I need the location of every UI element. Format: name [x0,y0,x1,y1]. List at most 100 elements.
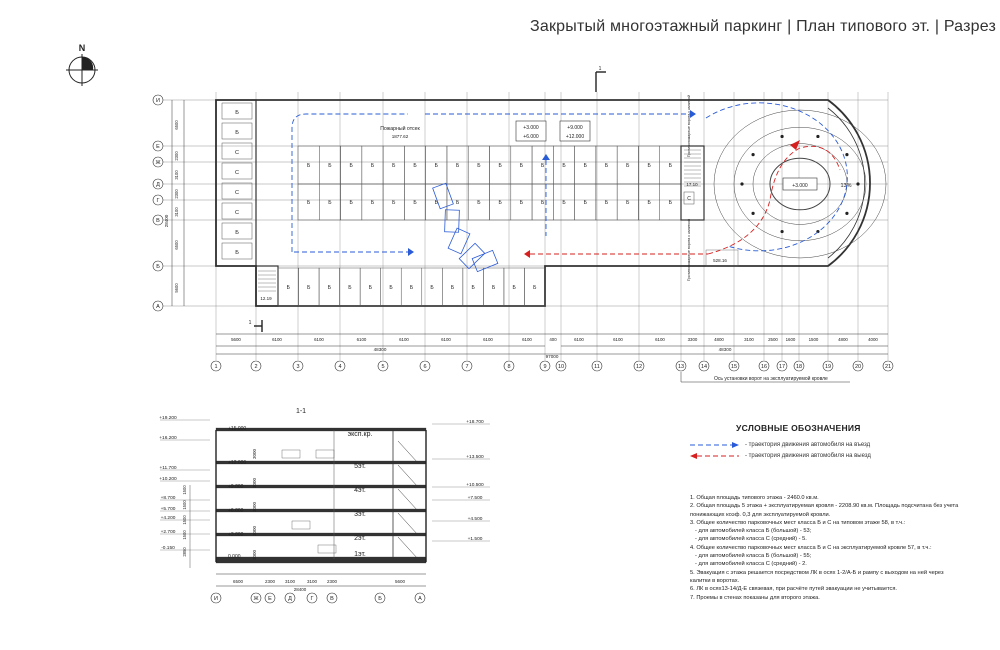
legend-title: УСЛОВНЫЕ ОБОЗНАЧЕНИЯ [736,423,861,433]
height-label: 3000 [252,549,257,560]
left-level-label: +19.200 [159,415,177,421]
col-axis-7: 7 [465,364,468,370]
floor-plan: ИЕЖДГВБА65002300310023003100650056002840… [152,66,894,383]
col-dim-label: 5600 [231,337,241,342]
left-level-label: +10.200 [159,476,177,482]
col-axis-10-circle [555,360,567,372]
section-mark-label: 1 [599,66,602,72]
col-axis-20-circle [852,360,864,372]
legend-exit-label: - траектория движения автомобиля на выез… [745,453,871,459]
parking-slot [221,142,253,160]
parking-class-label: Б [328,200,332,206]
row-axis-В: В [156,218,160,224]
left-level-label: +4.200 [161,515,176,521]
section-total-label: 28400 [294,587,307,592]
section-dim-label: 2300 [327,579,338,584]
spiral-ramp-ring [752,143,848,225]
parking-class-label: Б [369,285,373,291]
parking-class-label: Б [562,163,566,169]
parking-class-label: Б [235,130,239,136]
parking-slot [221,182,253,200]
section-axis-А: А [418,596,422,602]
note-line: 3. Общее количество парковочных мест кла… [690,519,906,526]
left-level-label: +5.700 [161,506,176,512]
section-axis-Г: Г [311,596,314,602]
parking-slot [221,242,253,260]
parking-class-label: Б [584,163,588,169]
ramp-slope-label: 13% [840,183,851,189]
parking-class-label: Б [307,200,311,206]
inner-level-label: +3.000 [228,532,244,538]
section-axis-И: И [214,596,218,602]
ramp-column [780,229,784,234]
row-axis-Г: Г [157,198,160,204]
col-axis-12-circle [633,360,645,372]
height-label: 3000 [252,525,257,536]
entry-path [291,113,408,252]
spiral-ramp-ring [713,109,887,259]
row-axis-А: А [156,304,160,310]
stair-flight [397,536,419,560]
subtotal-right-label: 48300 [719,347,732,352]
parking-class-label: Б [520,163,524,169]
right-level-label: +18.700 [466,419,484,425]
ramp-level-box [782,177,818,191]
parking-class-label: Б [541,163,545,169]
section-dim-label: 6500 [233,579,244,584]
car-icon [281,449,301,459]
level-box [559,120,591,142]
parking-class-label: Б [477,163,481,169]
col-axis-7-circle [461,360,473,372]
floor-label: эксп.кр. [348,431,373,438]
car-icon [315,449,335,459]
col-axis-19: 19 [825,364,831,370]
parking-class-label: Б [562,200,566,206]
col-axis-21-circle [882,360,894,372]
outer-wall [215,99,871,307]
parking-class-label: Б [520,200,524,206]
subtotal-left-label: 48300 [374,347,387,352]
left-dim-label: 1500 [182,515,187,525]
section-dim-label: 2300 [265,579,276,584]
exit-arrow-icon [524,250,530,258]
col-dim-label: 3300 [688,337,698,342]
stair-1-area: 12.19 [260,296,272,301]
col-dim-label: 6100 [272,337,282,342]
exit-path [707,145,841,255]
row-axis-И-circle [152,94,164,106]
parking-class-label: Б [389,285,393,291]
section-axis-Б: Б [378,596,382,602]
height-label: 3000 [252,501,257,512]
note-line: - для автомобилей класса С (средний) - 2… [695,561,807,568]
parking-class-label: Б [626,163,630,169]
parking-class-label: Б [533,285,537,291]
col-axis-11-circle [591,360,603,372]
section-dim-label: 3100 [307,579,318,584]
col-dim-label: 1600 [786,337,796,342]
floor-label: 1эт. [354,551,366,558]
note-line: - для автомобилей класса С (средний) - 5… [695,536,807,543]
section-axis-Д-circle [284,592,296,604]
entry-arrow-icon [690,110,696,118]
parking-class-label: Б [669,200,673,206]
col-axis-5-circle [377,360,389,372]
parking-class-label: Б [435,163,439,169]
parking-class-label: Б [371,163,375,169]
parking-class-label: С [235,190,239,196]
parking-class-label: Б [235,230,239,236]
section-axis-В-circle [326,592,338,604]
col-dim-label: 6100 [399,337,409,342]
parking-class-label: Б [392,163,396,169]
stair-flight [397,488,419,512]
col-axis-20: 20 [855,364,861,370]
row-dim-label: 2300 [174,151,179,161]
spiral-ramp-ring [769,157,831,211]
entry-arrow-icon [408,248,414,256]
row-axis-В-circle [152,214,164,226]
inner-ramp-segment [432,182,454,210]
section-axis-Е: Е [268,596,272,602]
col-axis-2: 2 [254,364,257,370]
col-axis-8: 8 [507,364,510,370]
parking-class-label: Б [498,163,502,169]
col-axis-14-circle [698,360,710,372]
